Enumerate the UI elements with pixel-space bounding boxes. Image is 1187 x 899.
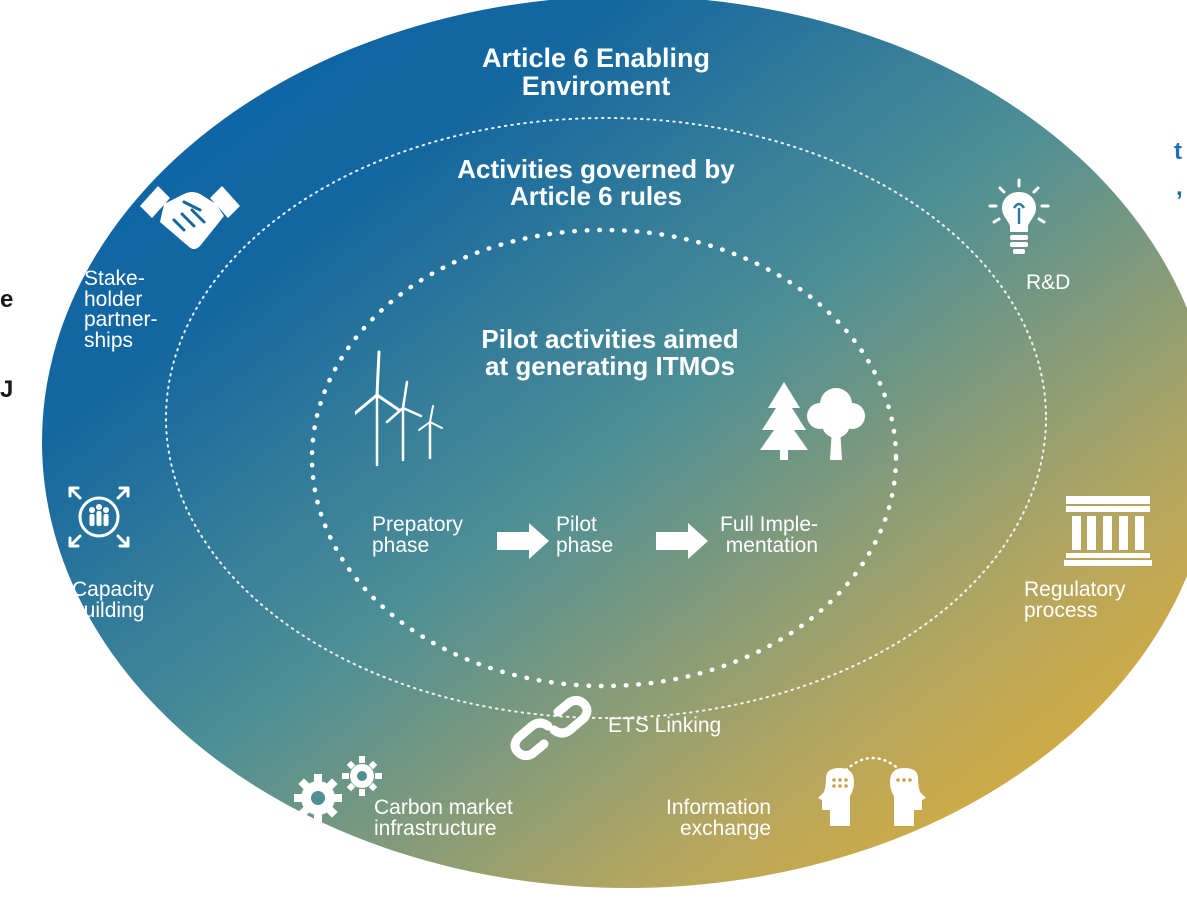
regulatory-process-label: Regulatory process	[1024, 578, 1126, 622]
middle-ring-title: Activities governed by Article 6 rules	[457, 154, 735, 212]
trees-icon	[760, 382, 865, 460]
gears-icon	[294, 756, 382, 822]
ets-linking-label: ETS Linking	[608, 714, 722, 737]
rnd-label: R&D	[1026, 271, 1071, 294]
inner-ring	[309, 227, 899, 689]
stakeholder-label: Stake- holder partner- ships	[84, 267, 158, 352]
talking-heads-icon	[818, 756, 926, 826]
lightbulb-icon	[988, 178, 1050, 254]
arrow-right-icon	[656, 523, 708, 559]
clipped-text-fragment: t	[1174, 138, 1182, 165]
inner-ring-title: Pilot activities aimed at generating ITM…	[481, 324, 739, 382]
clipped-text-fragment: ,	[1176, 174, 1183, 201]
wind-turbines-icon	[355, 350, 443, 467]
phase-label-pilot: Pilot phase	[556, 513, 614, 557]
people-expand-icon	[68, 486, 130, 548]
outer-ring-title: Article 6 Enabling Enviroment	[481, 43, 711, 102]
arrow-right-icon	[497, 523, 549, 559]
capacity-building-label: Capacity building	[72, 578, 154, 622]
clipped-text-fragment: e	[0, 286, 14, 313]
chain-link-icon	[510, 696, 592, 760]
information-exchange-label: Information exchange	[666, 796, 772, 840]
carbon-market-label: Carbon market infrastructure	[374, 796, 513, 840]
handshake-icon	[140, 186, 240, 249]
middle-ring	[165, 117, 1047, 719]
phase-label-full-implementation: Full Imple- mentation	[720, 513, 819, 557]
phase-label-prepatory: Prepatory phase	[372, 513, 464, 557]
institution-columns-icon	[1064, 496, 1152, 566]
outer-ring	[42, 0, 1187, 888]
clipped-text-fragment: J	[0, 376, 14, 403]
